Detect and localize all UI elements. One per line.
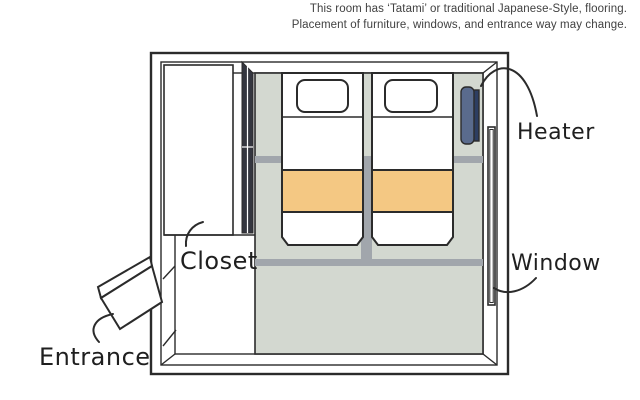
heater-body	[460, 86, 475, 145]
corner-bevel-top-right	[482, 61, 498, 74]
entrance-pointer-line	[92, 313, 114, 343]
entrance-label: Entrance	[39, 343, 151, 371]
note-line-2: Placement of furniture, windows, and ent…	[291, 18, 627, 31]
bed-left-pillow	[296, 79, 349, 113]
closet-box	[163, 64, 234, 236]
outer-wall	[149, 51, 510, 376]
closet	[163, 60, 255, 236]
note-text: This room has ‘Tatami’ or traditional Ja…	[292, 2, 627, 33]
corner-bevel-bottom-right	[482, 353, 498, 366]
heater-label: Heater	[517, 120, 595, 145]
window-glass	[489, 129, 494, 303]
corner-bevel-bottom-left	[160, 353, 176, 366]
tatami-divider-vertical	[361, 156, 372, 266]
bed-right	[371, 72, 454, 246]
window-pointer-line	[493, 277, 537, 294]
entrance-opening-mark-lower	[162, 329, 177, 347]
entrance-door	[96, 255, 177, 347]
entrance-door-front-face	[99, 264, 164, 331]
bed-left-blanket	[281, 169, 364, 213]
window	[487, 126, 496, 306]
heater	[460, 86, 480, 145]
bed-right-pillow	[384, 79, 438, 113]
closet-label: Closet	[180, 247, 258, 275]
closet-pointer-line	[184, 221, 204, 247]
bed-left	[281, 72, 364, 246]
entrance-opening-mark-upper	[162, 265, 176, 280]
bed-right-blanket	[371, 169, 454, 213]
heater-pointer-line	[480, 67, 538, 117]
window-label: Window	[511, 251, 601, 276]
note-line-1: This room has ‘Tatami’ or traditional Ja…	[309, 3, 627, 15]
window-frame	[487, 126, 496, 306]
inner-wall	[160, 61, 498, 366]
